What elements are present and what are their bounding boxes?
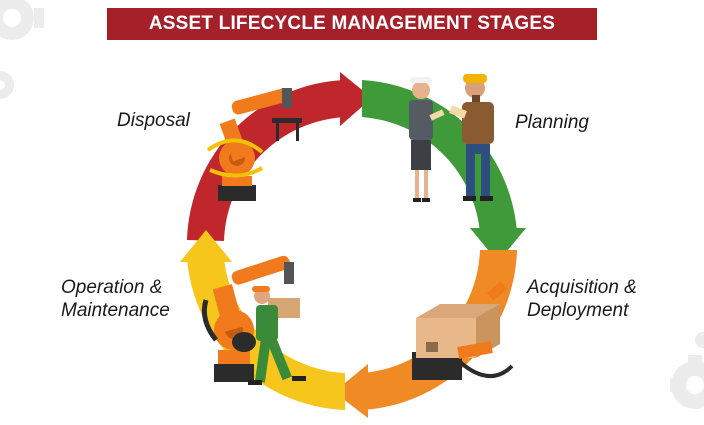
gear-icon xyxy=(0,71,14,99)
operation-arrowhead xyxy=(180,230,232,262)
stage-label-acquisition: Acquisition & Deployment xyxy=(527,276,637,322)
stage-label-operation-line2: Maintenance xyxy=(61,300,170,321)
stage-label-operation: Operation & Maintenance xyxy=(61,276,170,322)
gear-icon xyxy=(670,355,704,409)
title-banner: ASSET LIFECYCLE MANAGEMENT STAGES xyxy=(107,8,597,40)
stage-label-operation-line1: Operation & xyxy=(61,277,163,298)
planning-arc xyxy=(362,80,517,233)
acquisition-arrowhead xyxy=(334,364,368,418)
acquisition-arc xyxy=(362,250,517,410)
stage-label-acquisition-line2: Deployment xyxy=(527,300,629,321)
business-people-icon xyxy=(409,74,494,202)
stage-label-acquisition-line1: Acquisition & xyxy=(527,277,637,298)
disposal-arrowhead xyxy=(340,72,372,126)
page-title: ASSET LIFECYCLE MANAGEMENT STAGES xyxy=(148,13,556,34)
robot-arm-icon xyxy=(206,88,302,201)
stage-label-planning: Planning xyxy=(515,112,589,133)
stage-label-disposal: Disposal xyxy=(117,110,190,131)
planning-arrowhead xyxy=(470,228,526,262)
worker-icon xyxy=(232,286,306,385)
cardboard-box-icon xyxy=(412,281,514,380)
gear-icon xyxy=(695,332,704,348)
gear-icon xyxy=(0,0,44,40)
